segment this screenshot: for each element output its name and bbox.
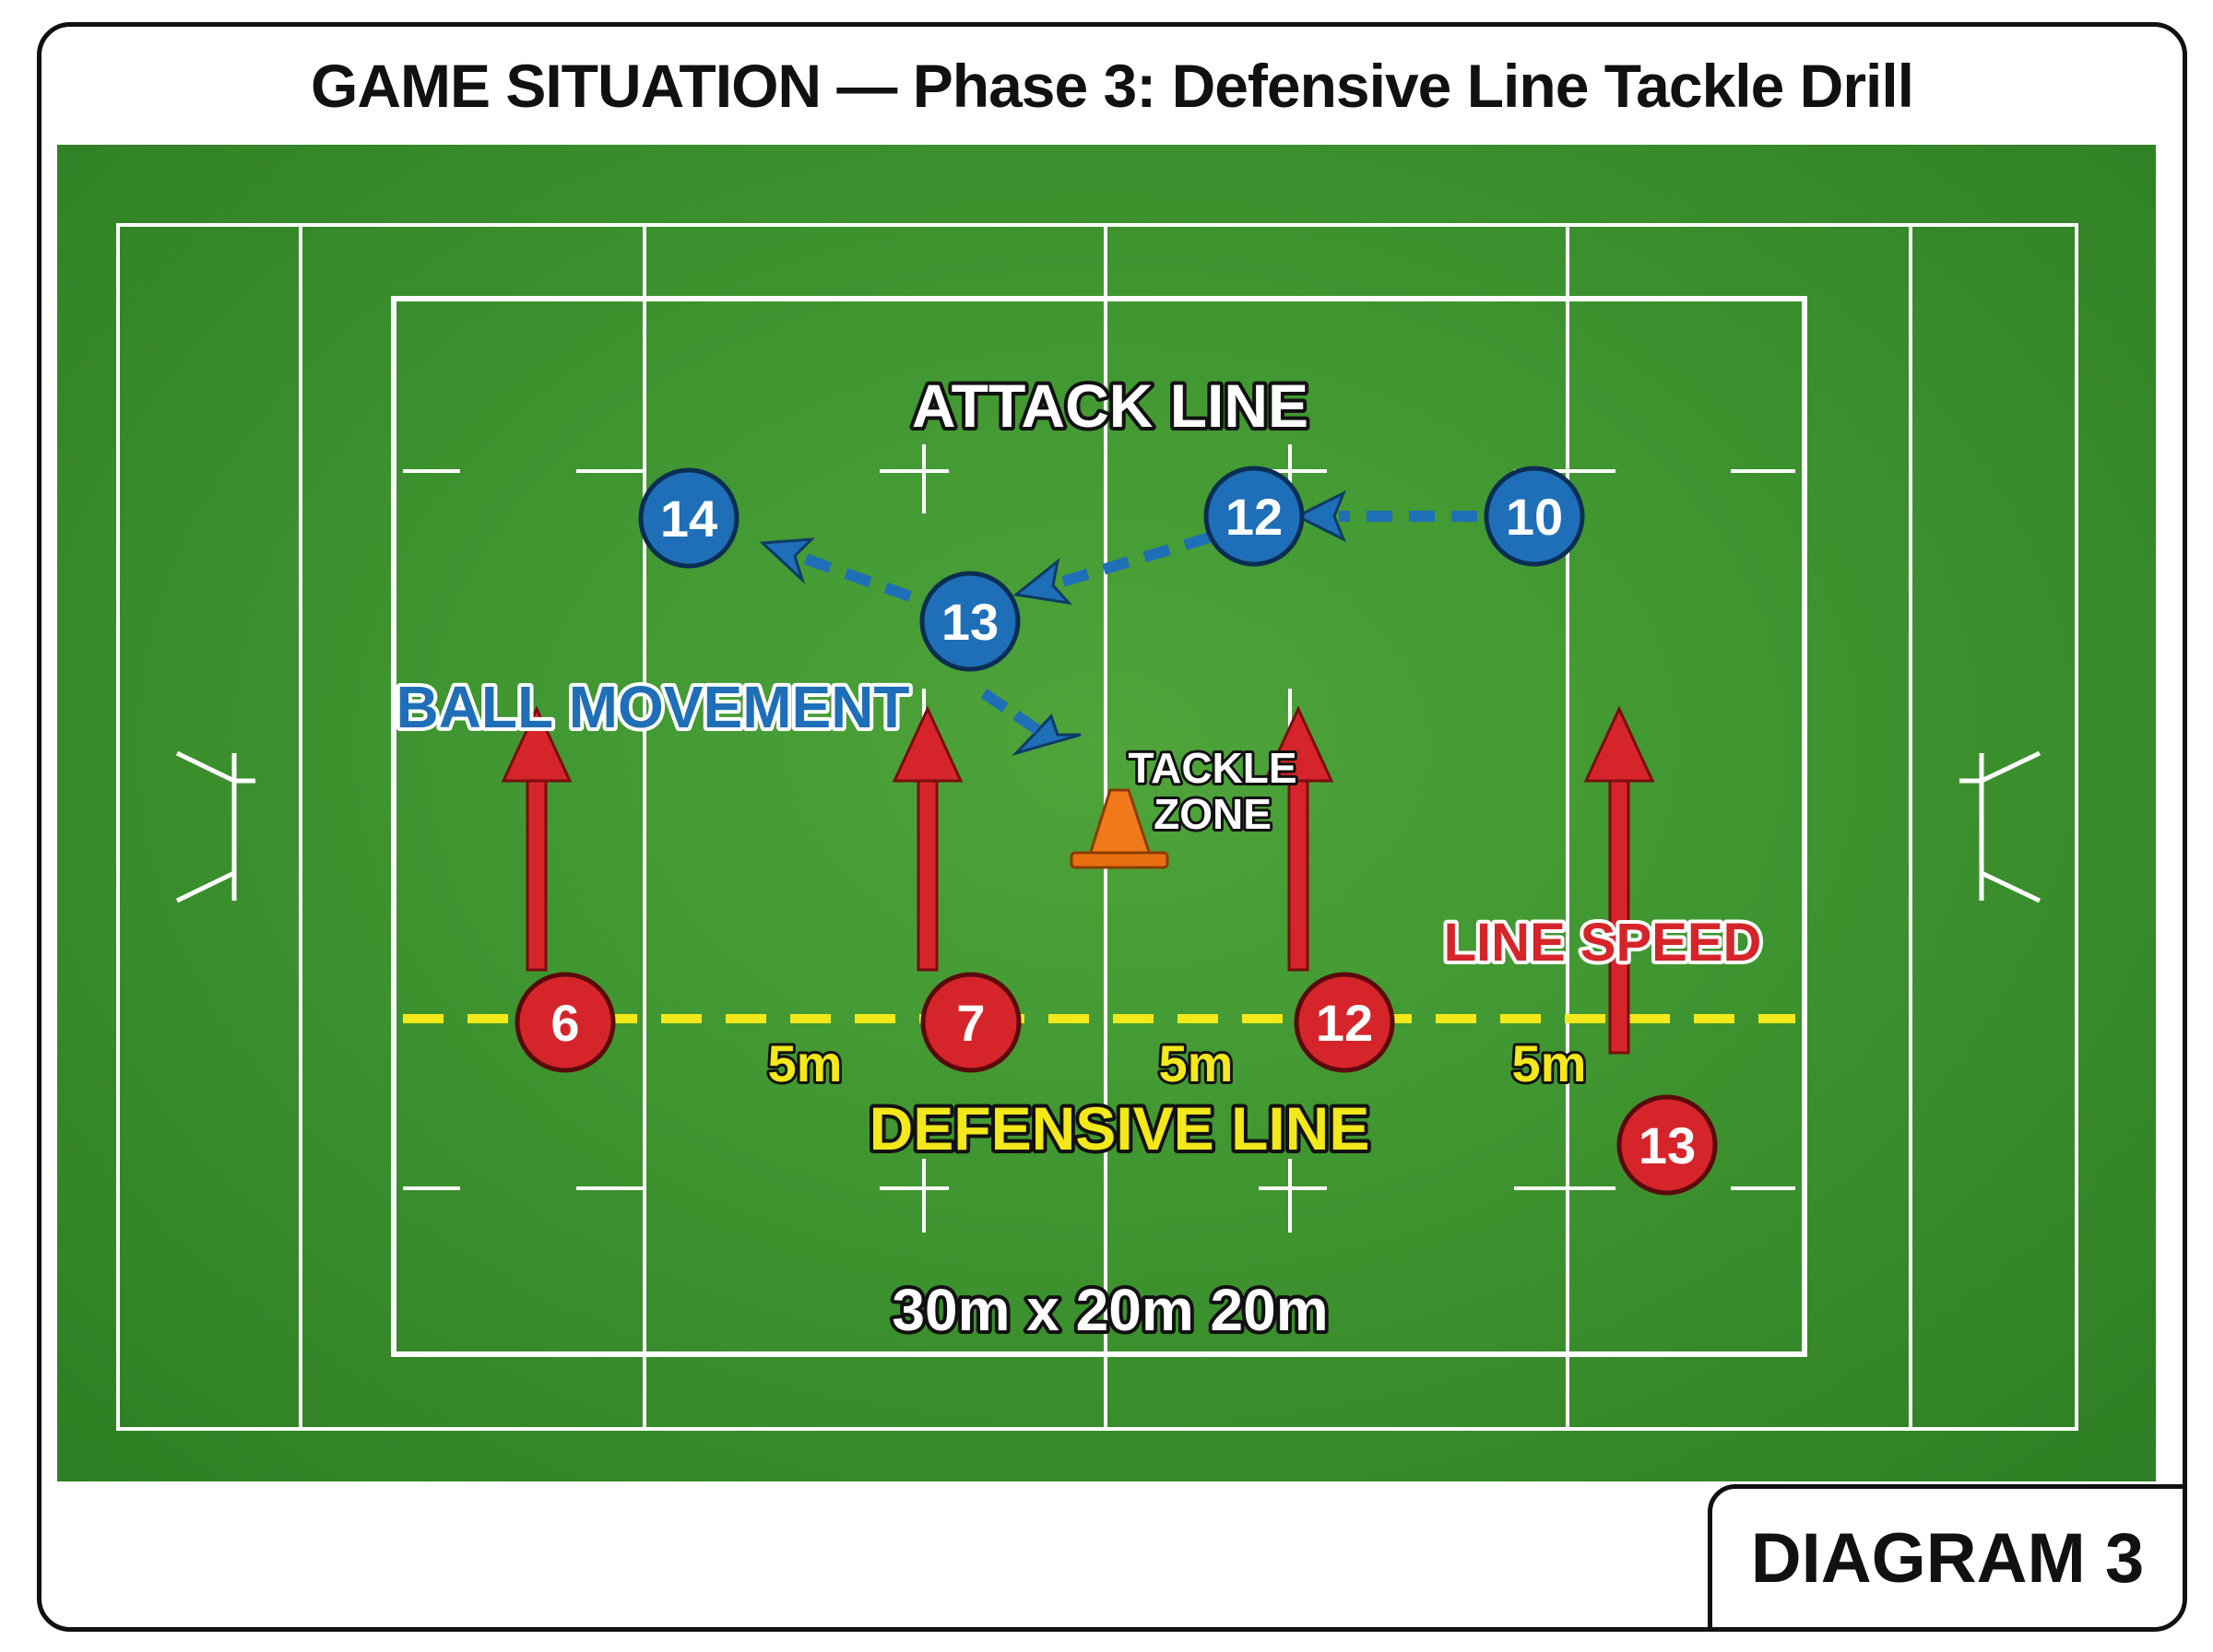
arrowhead-icon (759, 537, 815, 584)
attacker-players: 14 13 12 10 (638, 466, 1585, 672)
ball-movement-arrows (792, 511, 1477, 602)
pitch-markings (116, 223, 2078, 1431)
right-goal-posts-icon (1959, 750, 2041, 903)
defender-number: 7 (956, 994, 985, 1052)
run-arrow-13-to-tackle (1012, 714, 1082, 756)
tackle-zone-label-line1: TACKLE (1128, 744, 1296, 792)
diagram-title: GAME SITUATION — Phase 3: Defensive Line… (310, 52, 1914, 120)
gap-label: 5m (1159, 1034, 1234, 1092)
line-speed-arrow (1583, 705, 1655, 1055)
line-speed-arrow (1262, 705, 1334, 972)
attacker-number: 12 (1225, 488, 1283, 546)
attacker-14: 14 (638, 467, 740, 569)
attack-line-label: ATTACK LINE (912, 372, 1308, 440)
rugby-pitch: 14 13 12 10 6 (57, 145, 2156, 1481)
gap-label: 5m (1512, 1034, 1587, 1092)
defender-6: 6 (515, 972, 616, 1073)
attacker-number: 14 (660, 490, 717, 548)
defender-number: 12 (1316, 994, 1373, 1052)
attacker-number: 10 (1506, 488, 1563, 546)
tackle-zone-label-line2: ZONE (1154, 790, 1272, 838)
arrowhead-icon (1294, 490, 1346, 543)
defender-number: 6 (550, 994, 579, 1052)
pass-arrow-13-to-14 (792, 549, 913, 602)
diagram-number-badge: DIAGRAM 3 (1708, 1484, 2183, 1627)
left-goal-posts-icon (175, 750, 255, 903)
attacker-10: 10 (1484, 466, 1585, 567)
line-speed-arrow (892, 705, 964, 972)
tackle-cone-icon (1070, 788, 1169, 869)
ball-movement-label: BALL MOVEMENT (396, 674, 909, 740)
defender-players: 6 7 12 13 (515, 972, 1718, 1196)
defender-7: 7 (920, 972, 1022, 1073)
attacker-12: 12 (1203, 466, 1305, 567)
defender-12: 12 (1294, 972, 1395, 1073)
dimensions-label: 30m x 20m 20m (892, 1277, 1328, 1343)
pass-arrow-12-to-13 (1042, 532, 1212, 593)
defender-13: 13 (1616, 1094, 1718, 1196)
defensive-line-label: DEFENSIVE LINE (870, 1094, 1370, 1162)
attacker-number: 13 (941, 593, 999, 651)
attacker-13: 13 (919, 571, 1021, 672)
line-speed-label: LINE SPEED (1444, 913, 1762, 973)
defender-number: 13 (1639, 1116, 1696, 1174)
diagram-frame: GAME SITUATION — Phase 3: Defensive Line… (37, 22, 2187, 1632)
pitch-drawing: 14 13 12 10 6 (116, 223, 2078, 1431)
gap-label: 5m (768, 1034, 843, 1092)
arrowhead-icon (1012, 558, 1072, 606)
line-speed-arrows (501, 705, 1655, 1055)
line-speed-arrow (501, 705, 573, 972)
